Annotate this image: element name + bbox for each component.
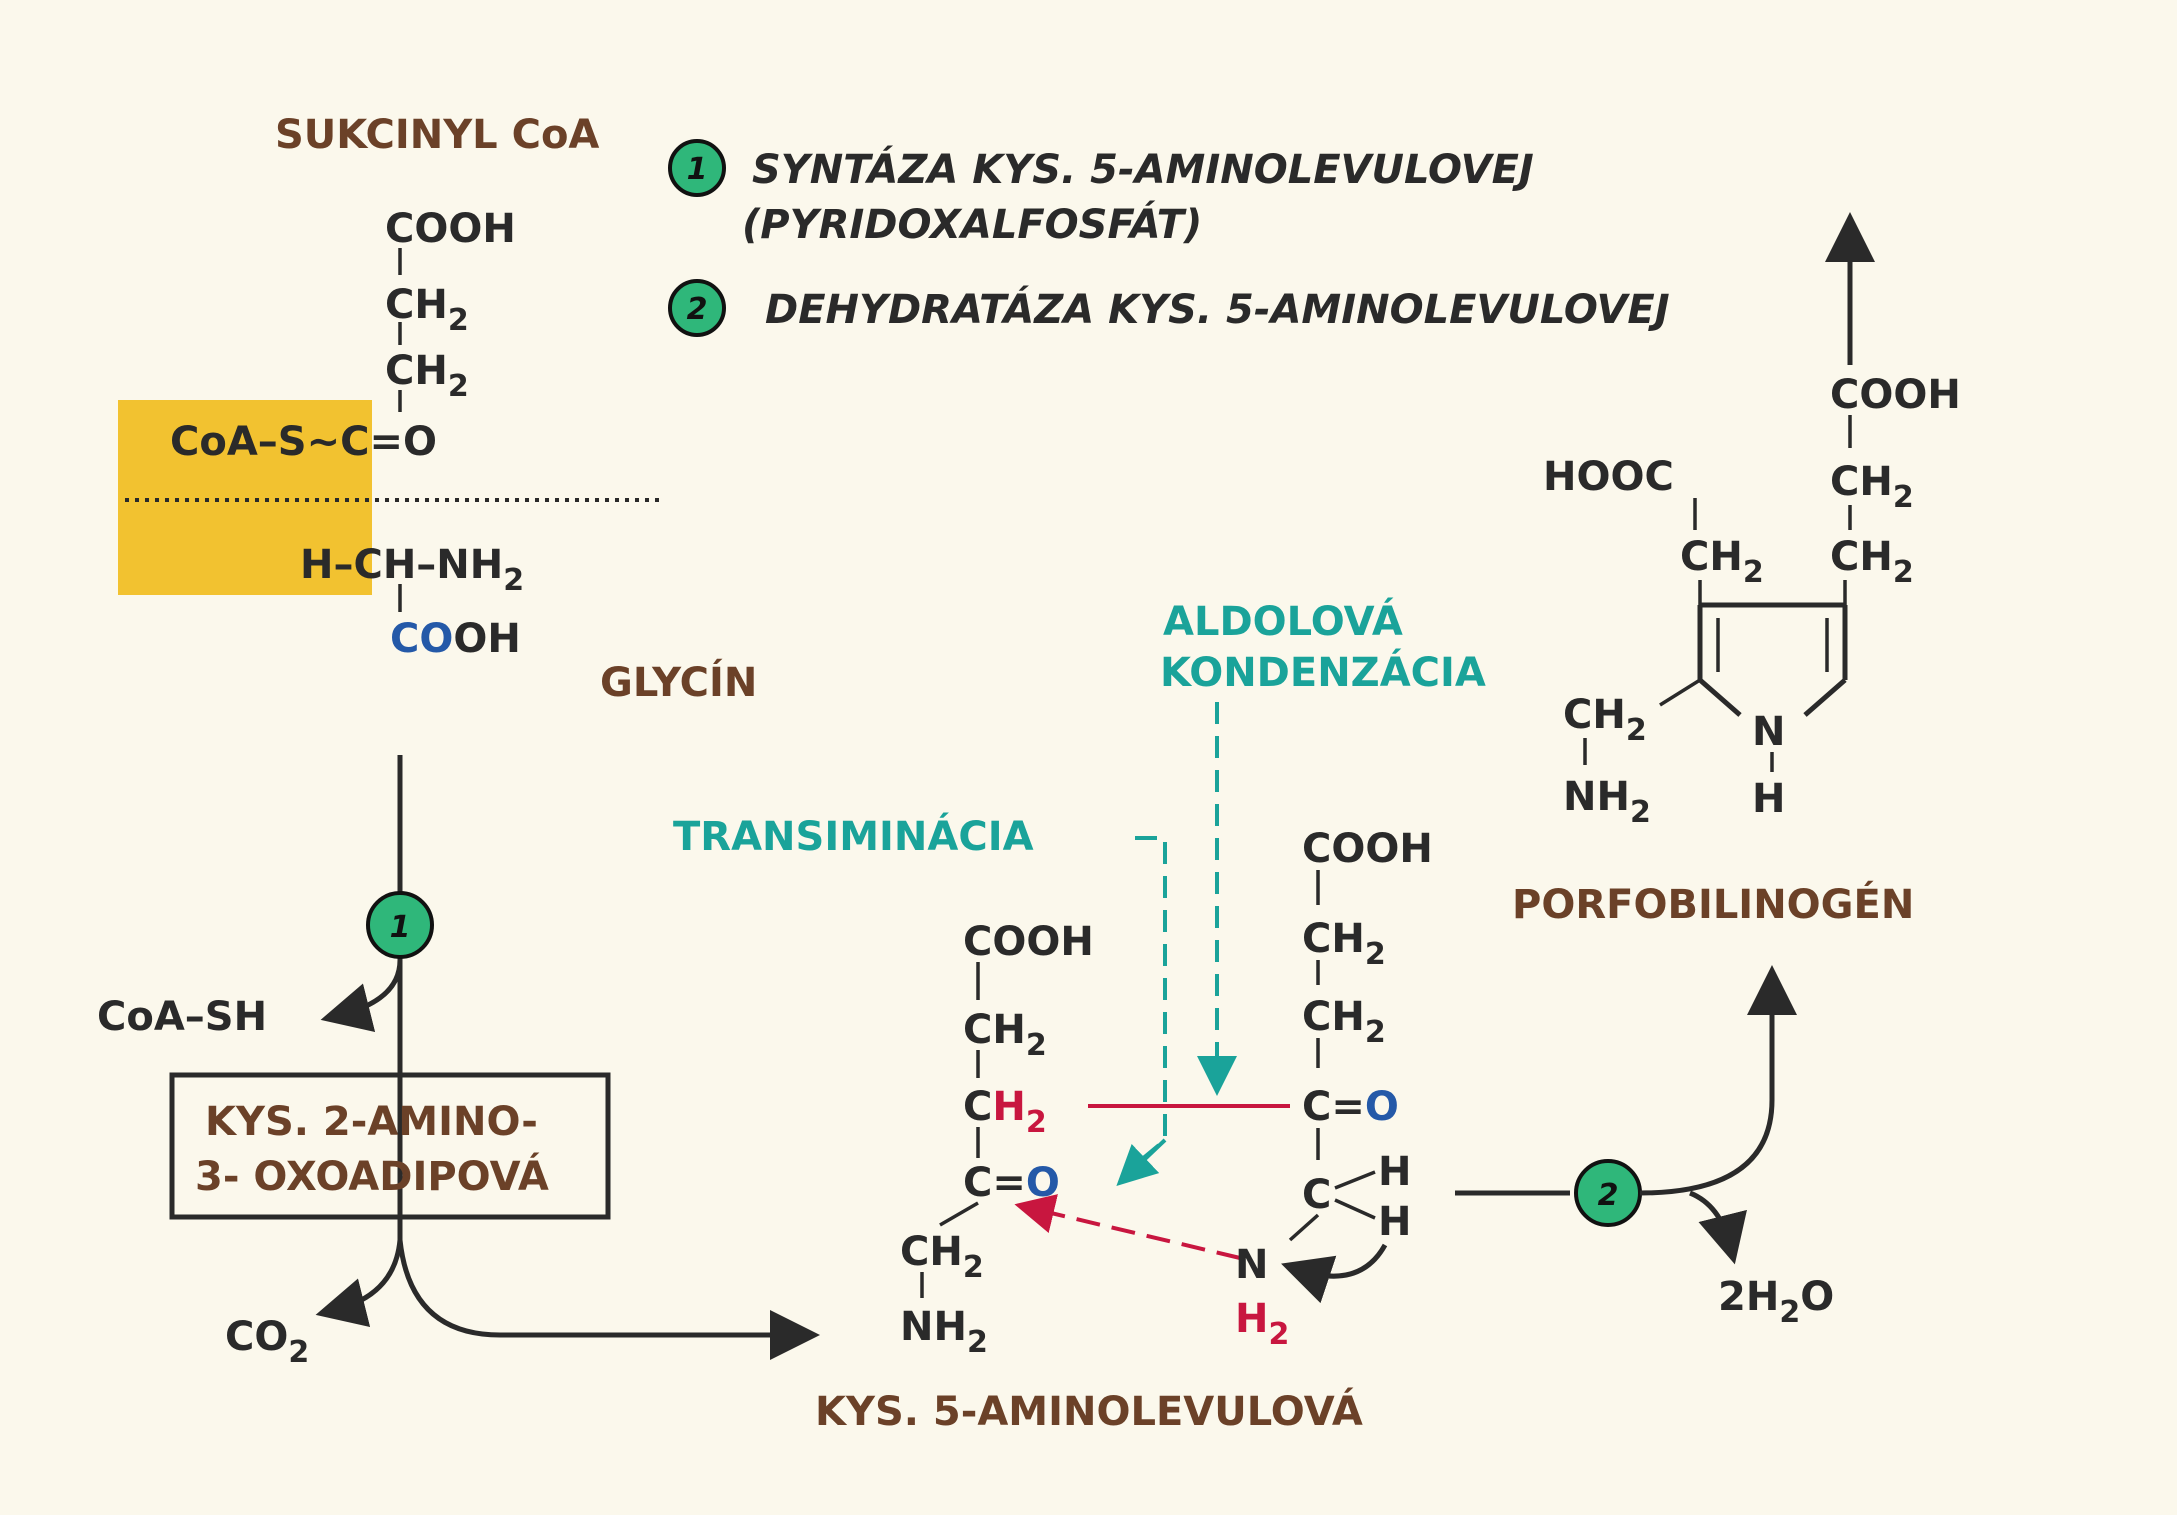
porphobilinogen-structure: COOH HOOC CH2 CH2 CH2 N H CH2 NH2: [1543, 212, 1961, 830]
ala-right-molecule: COOH CH2 CH2 C=O C H H N H2: [1235, 826, 1433, 1352]
step-marker-1: [366, 891, 434, 959]
legend-marker-2: [668, 279, 726, 337]
coa-thioester: CoA–S~C=O: [170, 419, 437, 465]
ala-right-cooh: COOH: [1302, 826, 1433, 872]
porphobilinogen-label: PORFOBILINOGÉN: [1512, 880, 1914, 928]
legend-marker-1-number: 1: [687, 152, 708, 187]
ala-left-cooh: COOH: [963, 919, 1094, 965]
pbg-nh2: NH2: [1563, 774, 1651, 830]
transimination-arrow-path: [1133, 836, 1167, 1167]
intermediate-box: [169, 1072, 611, 1220]
ala-left-ch2b: CH2: [900, 1229, 984, 1285]
amine-attack-arrow: [1014, 1194, 1241, 1260]
ala-left-nh2: NH2: [900, 1304, 988, 1360]
pathway-to-ala-arrow: [397, 1239, 820, 1360]
aldol-label-1: ALDOLOVÁ: [1163, 597, 1403, 645]
glycine-label: GLYCÍN: [600, 658, 757, 706]
pbg-hooc: HOOC: [1543, 454, 1674, 500]
succinyl-coa-structure: COOH CH2 CH2 CoA–S~C=O: [170, 206, 516, 465]
legend-enzyme-1-cofactor: (PYRIDOXALFOSFÁT): [742, 200, 1202, 248]
step-marker-1-number: 1: [390, 910, 411, 945]
succinyl-cooh: COOH: [385, 206, 516, 252]
legend: 1 SYNTÁZA KYS. 5-AMINOLEVULOVEJ (PYRIDOX…: [668, 139, 1670, 337]
legend-marker-2-number: 2: [687, 292, 708, 327]
ala-left-ch2-reactive: CH2: [963, 1084, 1047, 1140]
ala-right-ch2a: CH2: [1302, 916, 1386, 972]
step-marker-2-number: 2: [1598, 1178, 1619, 1213]
legend-enzyme-1: SYNTÁZA KYS. 5-AMINOLEVULOVEJ: [752, 145, 1534, 193]
succinyl-coa-label: SUKCINYL CoA: [275, 112, 599, 158]
legend-enzyme-2: DEHYDRATÁZA KYS. 5-AMINOLEVULOVEJ: [765, 285, 1670, 333]
succinyl-ch2-a: CH2: [385, 282, 469, 338]
glycine-cooh: COOH: [390, 616, 521, 662]
co2-label: CO2: [225, 1314, 309, 1370]
intermediate-line-1: KYS. 2-AMINO-: [205, 1099, 538, 1145]
pbg-ring-h: H: [1752, 776, 1785, 822]
ala-right-carbonyl: C=O: [1302, 1084, 1399, 1130]
pbg-cooh: COOH: [1830, 372, 1961, 418]
ala-left-ch2: CH2: [963, 1007, 1047, 1063]
intermediate-line-2: 3- OXOADIPOVÁ: [195, 1152, 549, 1200]
ala-left-molecule: COOH CH2 CH2 C=O CH2 NH2: [900, 919, 1094, 1360]
ala-left-carbonyl: C=O: [963, 1160, 1060, 1206]
pbg-ch2-amino: CH2: [1563, 692, 1647, 748]
pbg-ch2-left: CH2: [1680, 534, 1764, 590]
ala-right-carbon: C: [1302, 1172, 1331, 1218]
pbg-ch2-right-a: CH2: [1830, 459, 1914, 515]
glycine-backbone: H–CH–NH2: [300, 542, 524, 598]
pbg-ring-n: N: [1752, 709, 1785, 755]
transimination-label: TRANSIMINÁCIA: [673, 812, 1034, 860]
ala-right-n: N: [1235, 1242, 1268, 1288]
coa-highlight-box: [118, 400, 372, 595]
step-2-arrow-to-pbg: [1639, 965, 1797, 1196]
ring-closure-arrow: [1281, 1243, 1388, 1304]
coa-sh-release-arrow: [320, 959, 403, 1032]
ala-right-ch2b: CH2: [1302, 994, 1386, 1050]
glycine-structure: H–CH–NH2 COOH: [300, 542, 524, 662]
ala-right-h-bottom: H: [1378, 1199, 1411, 1245]
co2-release-arrow: [315, 1239, 403, 1327]
aldol-label-2: KONDENZÁCIA: [1160, 648, 1486, 696]
coa-sh-label: CoA–SH: [97, 994, 267, 1040]
ala-label: KYS. 5-AMINOLEVULOVÁ: [815, 1387, 1363, 1435]
transimination-arrowhead: [1116, 1138, 1167, 1186]
succinyl-ch2-b: CH2: [385, 348, 469, 404]
water-release-arrow: [1688, 1190, 1747, 1265]
pbg-ch2-right-b: CH2: [1830, 534, 1914, 590]
ala-right-h-top: H: [1378, 1149, 1411, 1195]
water-label: 2H2O: [1718, 1274, 1834, 1330]
ala-right-h2: H2: [1235, 1296, 1289, 1352]
legend-marker-1: [668, 139, 726, 197]
